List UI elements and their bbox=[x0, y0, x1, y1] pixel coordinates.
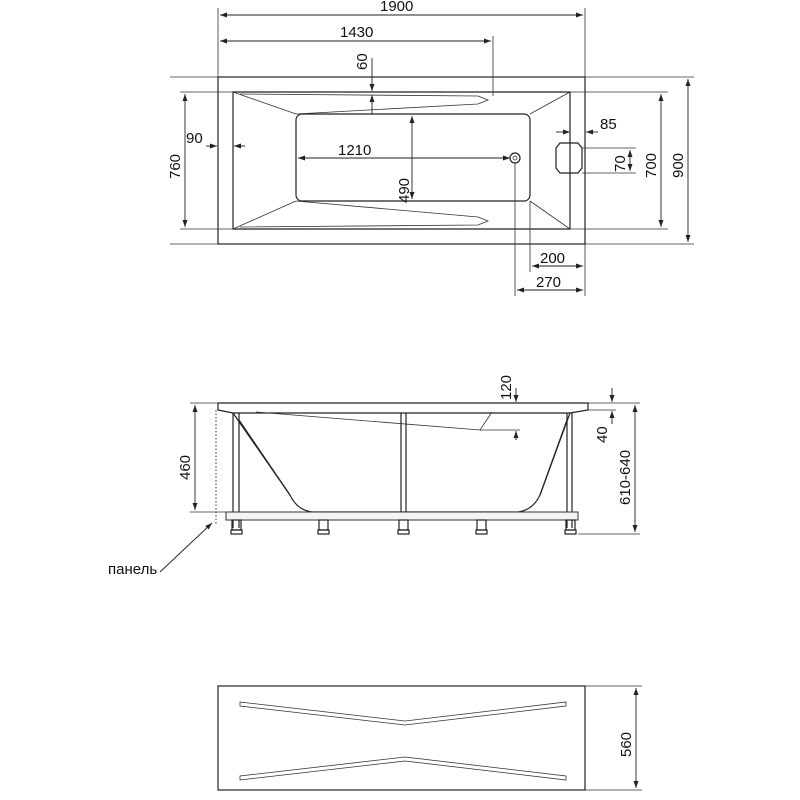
extension-lines-top bbox=[170, 8, 694, 296]
tub-slope-lines bbox=[232, 91, 571, 230]
front-panel-outline bbox=[217, 685, 586, 791]
overflow-headrest bbox=[555, 142, 583, 174]
dim-overall-width: 900 bbox=[670, 153, 687, 178]
support-frame bbox=[232, 413, 573, 528]
frame-base-rail bbox=[225, 511, 579, 521]
frame-feet bbox=[230, 519, 577, 535]
top-view: 1900 1430 60 90 1210 490 760 700 900 85 … bbox=[167, 0, 694, 296]
side-view: панель 120 40 460 610-640 bbox=[108, 375, 640, 578]
dim-inner-width: 490 bbox=[396, 178, 413, 203]
tub-rim-side bbox=[217, 402, 589, 414]
front-panel-view: 560 bbox=[217, 685, 642, 791]
front-panel-relief bbox=[239, 701, 567, 726]
dim-rim-top: 60 bbox=[354, 53, 371, 70]
panel-label: панель bbox=[108, 561, 157, 578]
dim-to-drain: 1430 bbox=[340, 24, 373, 41]
dim-height-range: 610-640 bbox=[617, 450, 634, 505]
dim-body-width: 760 bbox=[167, 154, 184, 179]
dim-width-700: 700 bbox=[643, 153, 660, 178]
tub-outline-top bbox=[217, 76, 586, 245]
dim-depth: 460 bbox=[177, 455, 194, 480]
extension-lines-side bbox=[190, 402, 640, 535]
dim-drain-200: 200 bbox=[540, 250, 565, 267]
dim-drain-270: 270 bbox=[536, 274, 561, 291]
dim-overflow-size: 70 bbox=[612, 155, 629, 172]
panel-leader bbox=[159, 522, 213, 573]
dim-overall-length: 1900 bbox=[380, 0, 413, 15]
dim-overflow-offset: 85 bbox=[600, 116, 617, 133]
tub-basin-bottom bbox=[295, 113, 531, 202]
dim-panel-height: 560 bbox=[618, 732, 635, 757]
dim-rim-side: 90 bbox=[186, 130, 203, 147]
drain-icon bbox=[509, 152, 521, 164]
dim-rim-depth: 120 bbox=[498, 375, 515, 400]
dim-inner-length: 1210 bbox=[338, 142, 371, 159]
dim-rim-thickness: 40 bbox=[594, 426, 611, 443]
